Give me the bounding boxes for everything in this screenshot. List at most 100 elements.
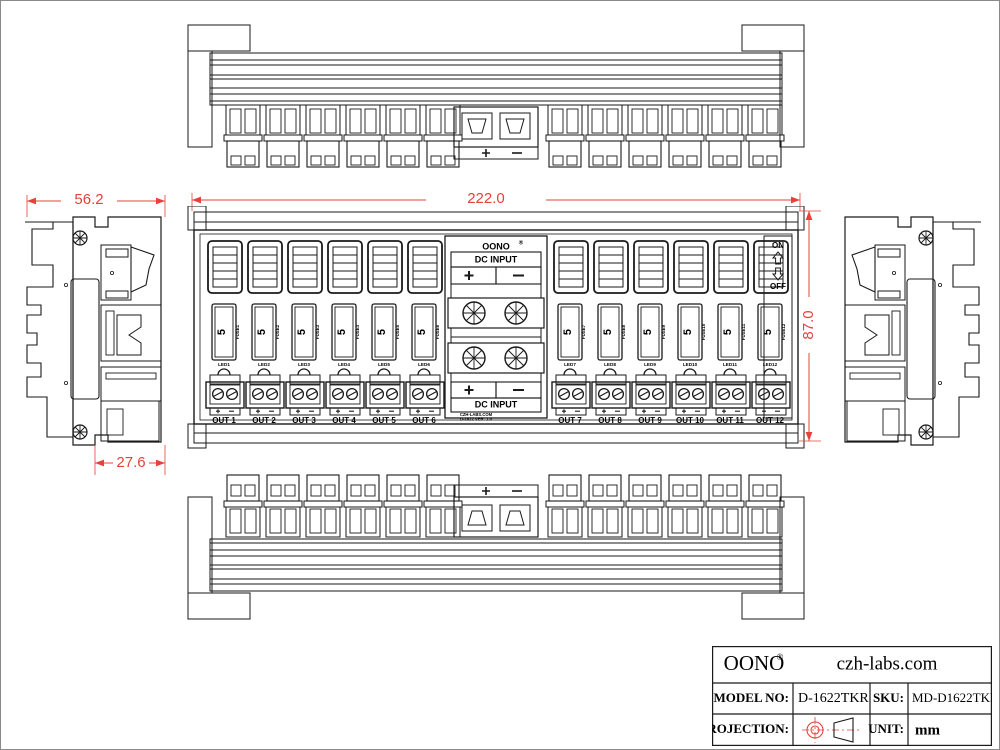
output-terminal-out1[interactable] [205, 374, 245, 416]
connector-2 [263, 474, 303, 538]
output-terminal-out8[interactable] [591, 374, 631, 416]
fuse-rating-out12: 5 [762, 329, 774, 335]
connector-6 [423, 474, 463, 538]
connector-3 [303, 104, 343, 168]
led-label-out7: LED7 [564, 362, 576, 367]
fuse-holder-out4[interactable] [331, 303, 357, 361]
output-terminal-out9[interactable] [631, 374, 671, 416]
rocker-switch-out6[interactable] [407, 240, 443, 294]
fuse-rating-out1: 5 [216, 329, 228, 335]
fuse-rating-out7: 5 [562, 329, 574, 335]
fuse-rating-out5: 5 [376, 329, 388, 335]
fuse-label-out12: FUSE12 [781, 323, 786, 340]
led-label-out10: LED10 [683, 362, 698, 367]
fuse-holder-out1[interactable] [211, 303, 237, 361]
fuse-holder-out2[interactable] [251, 303, 277, 361]
connector-10 [665, 474, 705, 538]
connector-11 [705, 474, 745, 538]
rocker-switch-out10[interactable] [673, 240, 709, 294]
dimension-width-222: 222.0 [186, 187, 806, 213]
fuse-holder-out8[interactable] [597, 303, 623, 361]
fuse-label-out9: FUSE9 [661, 324, 666, 339]
led-indicator-out6 [417, 368, 431, 376]
led-label-out11: LED11 [723, 362, 737, 367]
led-label-out8: LED8 [604, 362, 616, 367]
connector-4 [343, 104, 383, 168]
connector-7 [545, 104, 585, 168]
fuse-holder-out11[interactable] [717, 303, 743, 361]
fuse-holder-out3[interactable] [291, 303, 317, 361]
fuse-rating-out6: 5 [416, 329, 428, 335]
fuse-label-out3: FUSE3 [315, 324, 320, 339]
connector-1 [223, 104, 263, 168]
output-terminal-out7[interactable] [551, 374, 591, 416]
rocker-switch-out11[interactable] [713, 240, 749, 294]
led-indicator-out5 [377, 368, 391, 376]
fuse-label-out6: FUSE6 [435, 324, 440, 339]
dimension-side-width-value: 56.2 [74, 191, 103, 208]
rocker-switch-out9[interactable] [633, 240, 669, 294]
fuse-holder-out6[interactable] [411, 303, 437, 361]
output-label-out2: OUT 2 [252, 416, 276, 425]
connector-5 [383, 474, 423, 538]
fuse-holder-out12[interactable] [757, 303, 783, 361]
rocker-switch-out8[interactable] [593, 240, 629, 294]
led-indicator-out4 [337, 368, 351, 376]
fuse-rating-out11: 5 [722, 329, 734, 335]
rocker-switch-out3[interactable] [287, 240, 323, 294]
led-label-out3: LED3 [298, 362, 310, 367]
switch-off-label: OFF [770, 282, 786, 291]
model-no-value: D-1622TKR [798, 691, 869, 706]
fuse-label-out2: FUSE2 [275, 324, 280, 339]
output-terminal-out11[interactable] [711, 374, 751, 416]
connector-4 [343, 474, 383, 538]
rocker-switch-out2[interactable] [247, 240, 283, 294]
registered-mark-front: ® [519, 240, 524, 247]
output-terminal-out5[interactable] [365, 374, 405, 416]
fuse-rating-out9: 5 [642, 329, 654, 335]
fuse-holder-out9[interactable] [637, 303, 663, 361]
led-indicator-out11 [723, 368, 737, 376]
output-label-out9: OUT 9 [638, 416, 662, 425]
output-terminal-out3[interactable] [285, 374, 325, 416]
rocker-switch-out4[interactable] [327, 240, 363, 294]
fuse-holder-out7[interactable] [557, 303, 583, 361]
left-side-view: 56.2 [13, 187, 183, 487]
projection-label: PROJECTION: [712, 721, 789, 736]
fuse-holder-out5[interactable] [371, 303, 397, 361]
connector-9 [625, 104, 665, 168]
rocker-switch-out7[interactable] [553, 240, 589, 294]
output-terminal-out2[interactable] [245, 374, 285, 416]
title-block: OONO ® czh-labs.com MODEL NO: D-1622TKR … [712, 646, 992, 746]
rocker-switch-out1[interactable] [207, 240, 243, 294]
dc-input-label-top: DC INPUT [475, 254, 518, 264]
right-side-view [813, 187, 993, 487]
connector-8 [585, 104, 625, 168]
fuse-rating-out10: 5 [682, 329, 694, 335]
output-label-out1: OUT 1 [212, 416, 236, 425]
connector-7 [545, 474, 585, 538]
model-no-label: MODEL NO: [714, 690, 789, 705]
output-terminal-out4[interactable] [325, 374, 365, 416]
rocker-switch-out12[interactable] [753, 240, 789, 294]
connector-3 [303, 474, 343, 538]
unit-value: mm [915, 722, 940, 738]
top-view [186, 23, 806, 173]
output-terminal-out6[interactable] [405, 374, 445, 416]
output-terminal-out10[interactable] [671, 374, 711, 416]
rocker-switch-out5[interactable] [367, 240, 403, 294]
switch-direction-indicator: ON OFF [763, 235, 793, 419]
dc-screw-terminal-pair-bottom [462, 346, 528, 370]
bottom-view [186, 471, 806, 621]
fuse-label-out7: FUSE7 [581, 324, 586, 339]
output-terminal-out12[interactable] [751, 374, 791, 416]
fuse-holder-out10[interactable] [677, 303, 703, 361]
